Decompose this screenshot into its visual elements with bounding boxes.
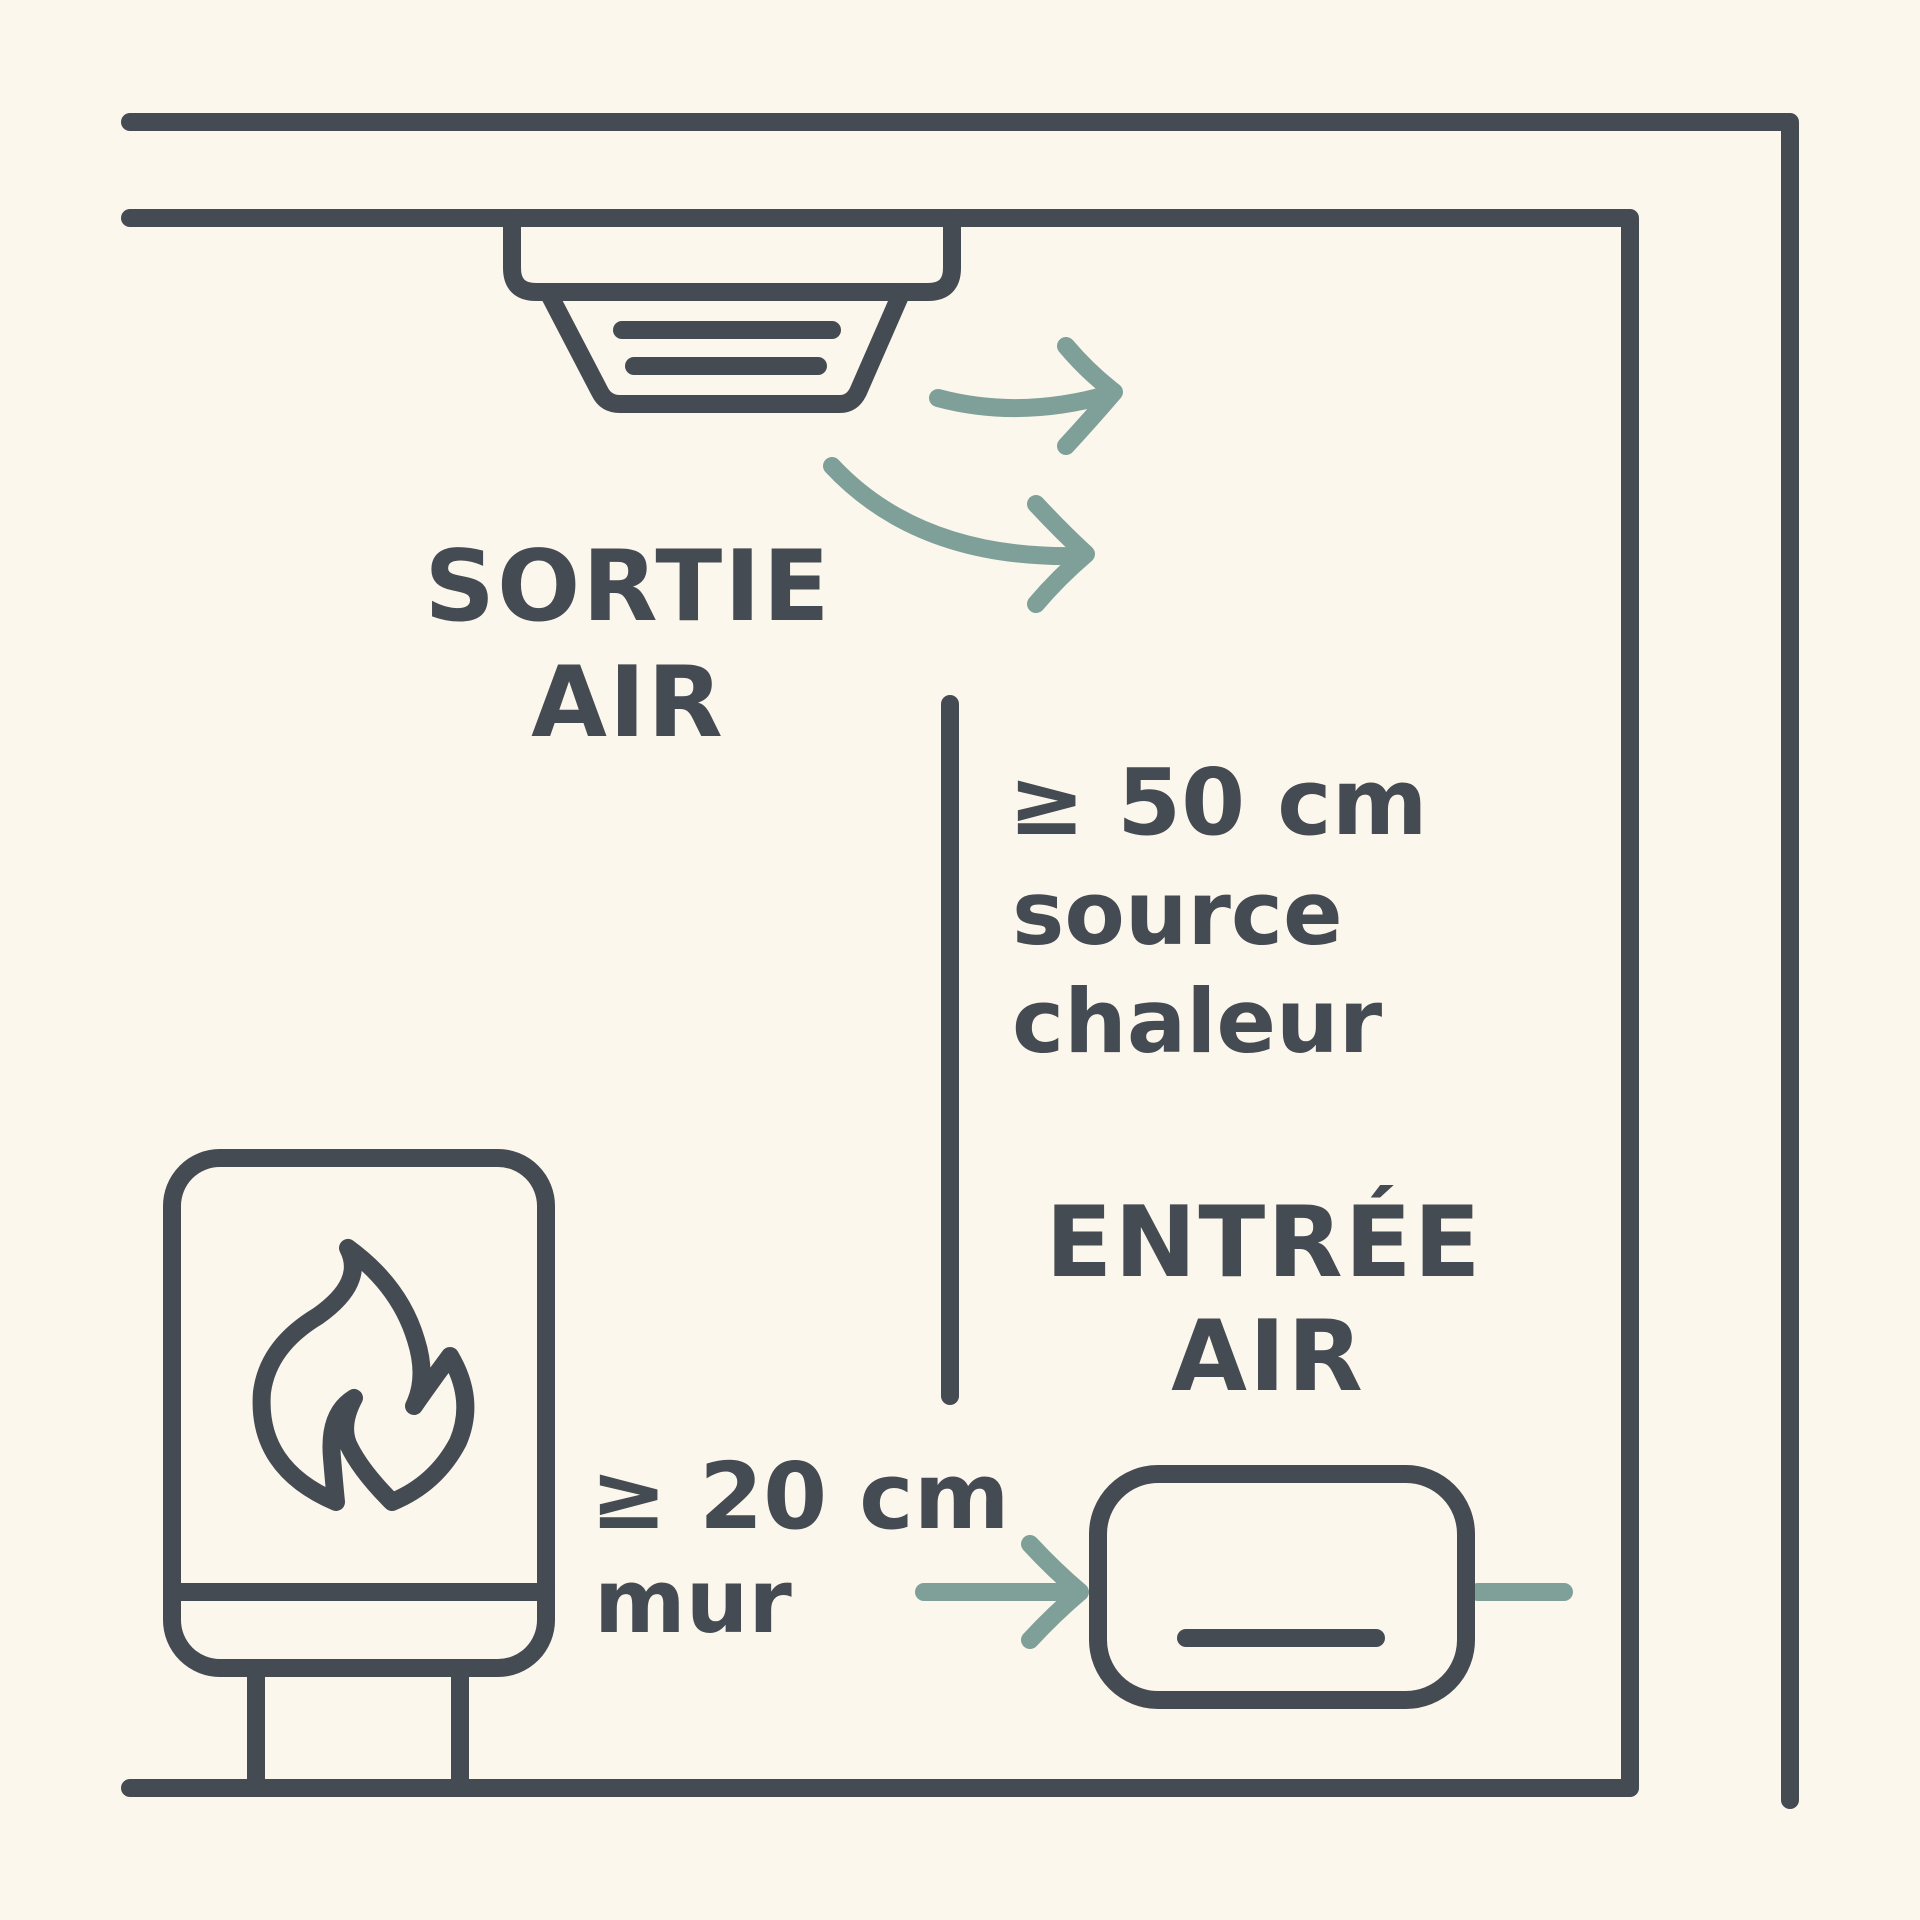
heater-body xyxy=(163,1149,555,1677)
outlet-label-line2: AIR xyxy=(531,646,725,760)
inlet-airflow xyxy=(915,1535,1573,1649)
outlet-label-line1: SORTIE xyxy=(424,530,831,644)
arrow-icon xyxy=(929,385,1119,418)
inlet-housing xyxy=(1089,1465,1475,1709)
arrow-icon-head xyxy=(1027,495,1095,613)
flame-heater-icon xyxy=(163,1149,555,1797)
arrow-icon-head xyxy=(1021,1535,1089,1649)
outlet-housing xyxy=(503,213,961,301)
wall-distance-label: ≥ 20 cm xyxy=(590,1443,1010,1550)
inlet-label-line2: AIR xyxy=(1171,1300,1365,1414)
arrow-icon-head xyxy=(1057,337,1123,455)
heat-distance-label: ≥ 50 cm xyxy=(1008,749,1428,856)
air-inlet-unit-icon xyxy=(1089,1465,1475,1709)
heat-source-label-line1: source xyxy=(1012,862,1343,965)
outlet-grille xyxy=(541,287,909,413)
outer-wall xyxy=(121,113,1799,1809)
ceiling-air-outlet-icon xyxy=(503,213,961,413)
heat-source-label-line2: chaleur xyxy=(1012,970,1383,1073)
outlet-airflow xyxy=(823,337,1123,613)
wall-label-line1: mur xyxy=(594,1550,792,1653)
inner-wall xyxy=(121,209,1639,1797)
arrow-icon xyxy=(823,457,1089,566)
inlet-label-line1: ENTRÉE xyxy=(1045,1185,1482,1300)
flame-icon xyxy=(252,1239,475,1511)
room-walls xyxy=(121,113,1799,1809)
